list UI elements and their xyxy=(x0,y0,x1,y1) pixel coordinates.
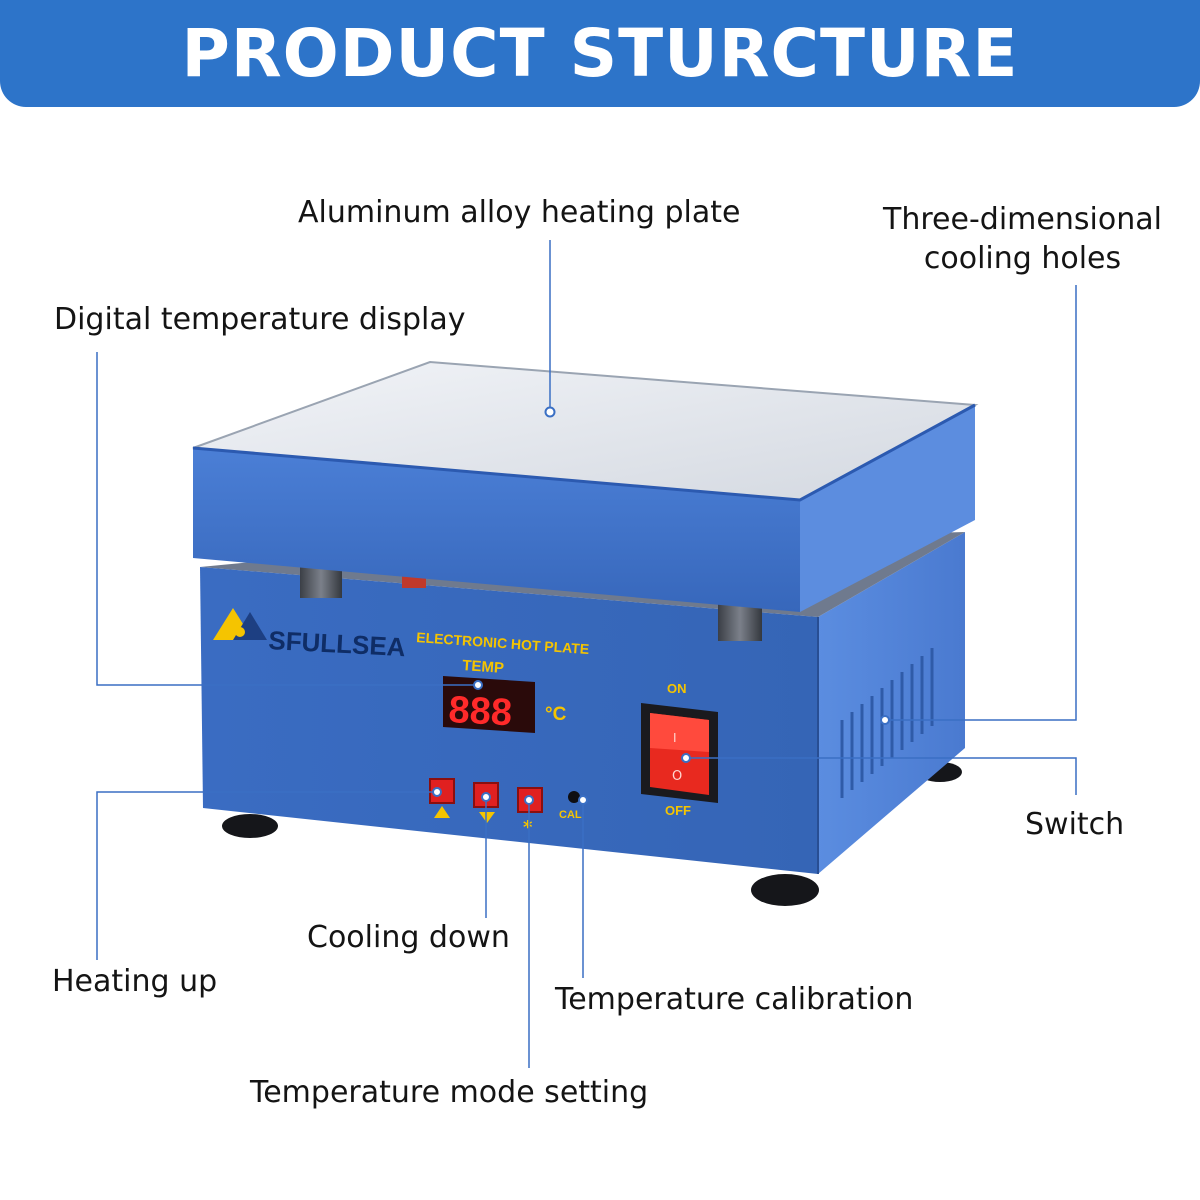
calibration-hole[interactable] xyxy=(568,791,580,803)
cal-label: CAL xyxy=(559,809,582,821)
cooling-holes xyxy=(840,648,934,798)
power-switch[interactable]: I O xyxy=(641,703,718,803)
leader-lines xyxy=(96,240,1077,1068)
leader-dots xyxy=(432,406,890,805)
page-title: PRODUCT STURCTURE xyxy=(181,14,1019,92)
callout-temp-display: Digital temperature display xyxy=(54,302,466,337)
temp-label: TEMP xyxy=(462,657,505,677)
title-banner: PRODUCT STURCTURE xyxy=(0,0,1200,107)
callout-cooling-holes-line1: Three-dimensional xyxy=(883,202,1162,237)
foot-front-right xyxy=(751,874,819,906)
display-digits: 888 xyxy=(448,689,514,734)
callout-temp-mode: Temperature mode setting xyxy=(250,1075,649,1110)
brand-logo xyxy=(213,608,267,640)
switch-on-label: ON xyxy=(667,681,687,696)
callout-heating-up: Heating up xyxy=(52,964,218,999)
callout-heating-plate: Aluminum alloy heating plate xyxy=(298,195,741,230)
power-on-glyph: I xyxy=(673,731,677,745)
heating-plate-front xyxy=(193,448,800,612)
callout-cooling-holes-line2: cooling holes xyxy=(923,241,1122,276)
unit-label: °C xyxy=(545,704,567,725)
callout-cooling-holes: Three-dimensional cooling holes xyxy=(870,200,1175,278)
heating-plate-side xyxy=(800,405,975,612)
support-post xyxy=(718,603,762,641)
switch-off-label: OFF xyxy=(665,803,691,818)
temperature-display: 888 xyxy=(443,676,535,734)
power-off-glyph: O xyxy=(672,769,682,784)
foot-front-left xyxy=(222,814,278,838)
svg-text:*: * xyxy=(523,817,533,838)
callout-cooling-down: Cooling down xyxy=(307,920,510,955)
brand-name: SFULLSEA xyxy=(268,625,407,662)
callout-temp-calibration: Temperature calibration xyxy=(555,982,914,1017)
callout-switch: Switch xyxy=(1025,807,1125,842)
